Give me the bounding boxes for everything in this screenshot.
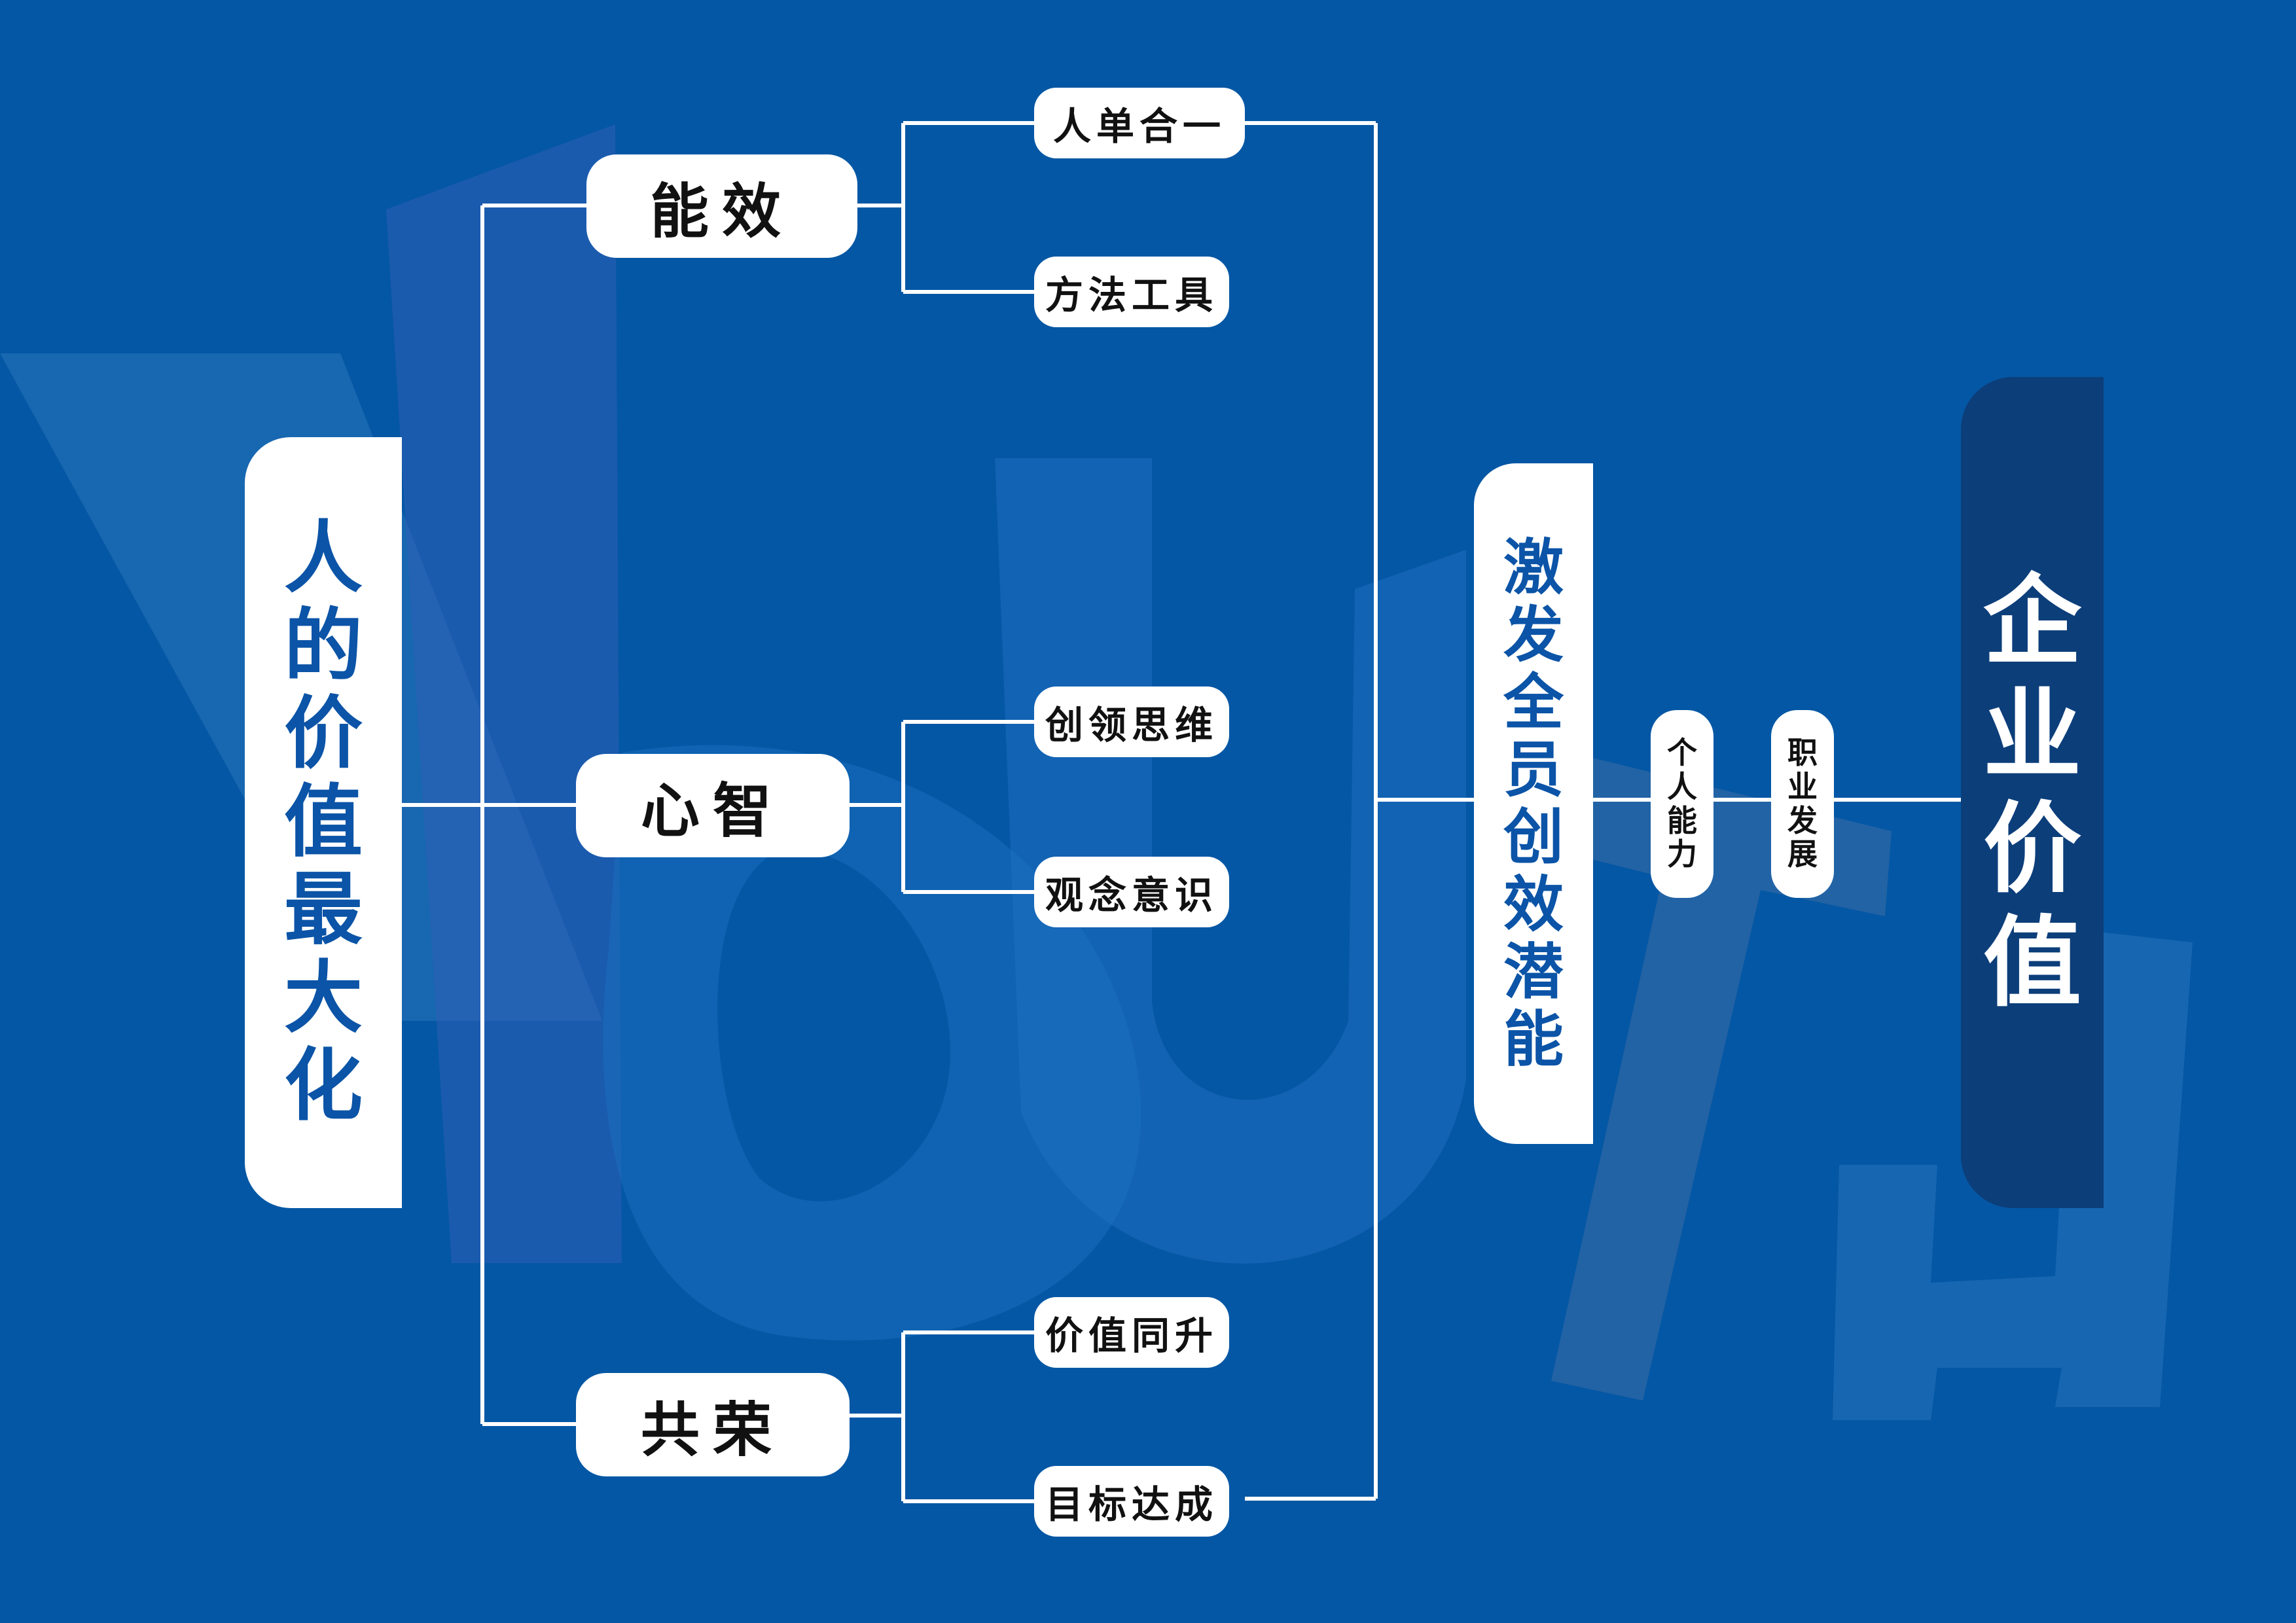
branch-node-efficiency: 能效 (586, 154, 857, 258)
branch-node-mind: 心智 (576, 754, 850, 857)
path-pill-career: 职 业 发 展 (1771, 710, 1834, 898)
leaf-node: 目标达成 (1034, 1466, 1229, 1537)
leaf-node: 价值同升 (1034, 1297, 1229, 1368)
path-pill-ability: 个 人 能 力 (1651, 710, 1713, 898)
leaf-node: 方法工具 (1034, 257, 1229, 327)
root-node: 人 的 价 值 最 大 化 (245, 437, 402, 1208)
leaf-node: 观念意识 (1034, 857, 1229, 927)
middle-node: 激 发 全 员 创 效 潜 能 (1474, 463, 1593, 1144)
leaf-node: 创领思维 (1034, 687, 1229, 757)
branch-node-prosperity: 共荣 (576, 1373, 850, 1476)
leaf-node: 人单合一 (1034, 88, 1245, 158)
target-node: 企 业 价 值 (1961, 377, 2104, 1208)
